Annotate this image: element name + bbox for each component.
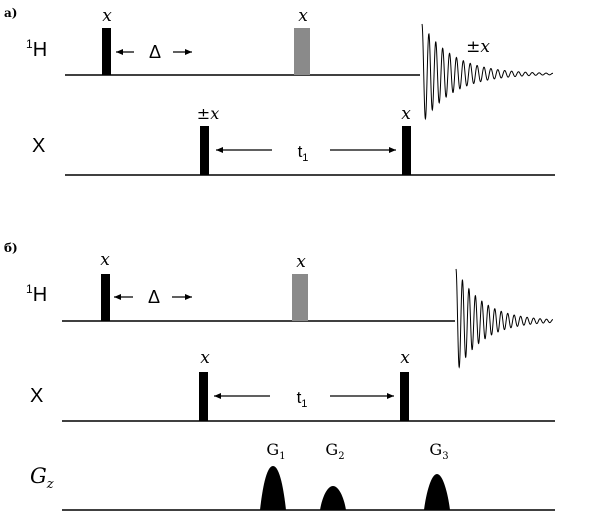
panel-b: б) 1H x Δ x X x x t1 Gz G1 G2 G3 bbox=[4, 241, 555, 511]
panel-a-x-pulse-1 bbox=[200, 126, 209, 175]
gradient-label-g3: G3 bbox=[429, 440, 448, 462]
gradient-pulse-g1 bbox=[260, 466, 286, 510]
panel-a-x-pulse-1-phase: ±x bbox=[197, 104, 219, 123]
panel-a-h-soft-pulse bbox=[294, 28, 310, 75]
gradient-pulse-g2 bbox=[320, 486, 346, 510]
panel-b-gz-channel-label: Gz bbox=[30, 464, 54, 492]
panel-a: a) 1H x Δ x ±x X ±x x t1 bbox=[4, 6, 555, 176]
gradient-label-g1: G1 bbox=[266, 440, 285, 462]
panel-a-h-pulse-1-phase: x bbox=[102, 6, 112, 26]
panel-b-h-soft-pulse bbox=[292, 274, 308, 321]
panel-b-delay-label: Δ bbox=[148, 287, 160, 307]
panel-b-fid-signal bbox=[455, 268, 553, 369]
panel-a-h-channel-label: 1H bbox=[26, 37, 47, 61]
panel-b-h-pulse-1 bbox=[101, 274, 110, 321]
panel-b-x-channel-label: X bbox=[30, 385, 43, 407]
panel-a-t1-label: t1 bbox=[298, 142, 309, 164]
panel-a-delay-label: Δ bbox=[149, 42, 161, 62]
panel-b-t1-label: t1 bbox=[297, 388, 308, 410]
panel-b-x-pulse-2-phase: x bbox=[400, 348, 410, 368]
panel-b-x-pulse-1 bbox=[199, 372, 208, 421]
panel-b-x-pulse-1-phase: x bbox=[200, 348, 210, 368]
panel-a-x-pulse-2 bbox=[402, 126, 411, 175]
panel-a-h-pulse-1 bbox=[102, 28, 111, 75]
panel-a-h-pulse-2-phase: x bbox=[298, 6, 308, 26]
gradient-label-g2: G2 bbox=[325, 440, 344, 462]
panel-a-x-channel-label: X bbox=[32, 135, 45, 157]
panel-b-h-channel-label: 1H bbox=[26, 282, 47, 306]
panel-b-x-pulse-2 bbox=[400, 372, 409, 421]
panel-a-x-pulse-2-phase: x bbox=[401, 104, 411, 124]
panel-a-fid-signal bbox=[421, 23, 554, 121]
panel-a-label: a) bbox=[4, 6, 17, 20]
panel-b-h-pulse-1-phase: x bbox=[100, 250, 110, 270]
panel-a-fid-phase: ±x bbox=[466, 37, 490, 57]
panel-b-label: б) bbox=[4, 241, 18, 255]
panel-b-h-pulse-2-phase: x bbox=[296, 252, 306, 272]
gradient-pulse-g3 bbox=[424, 474, 450, 510]
